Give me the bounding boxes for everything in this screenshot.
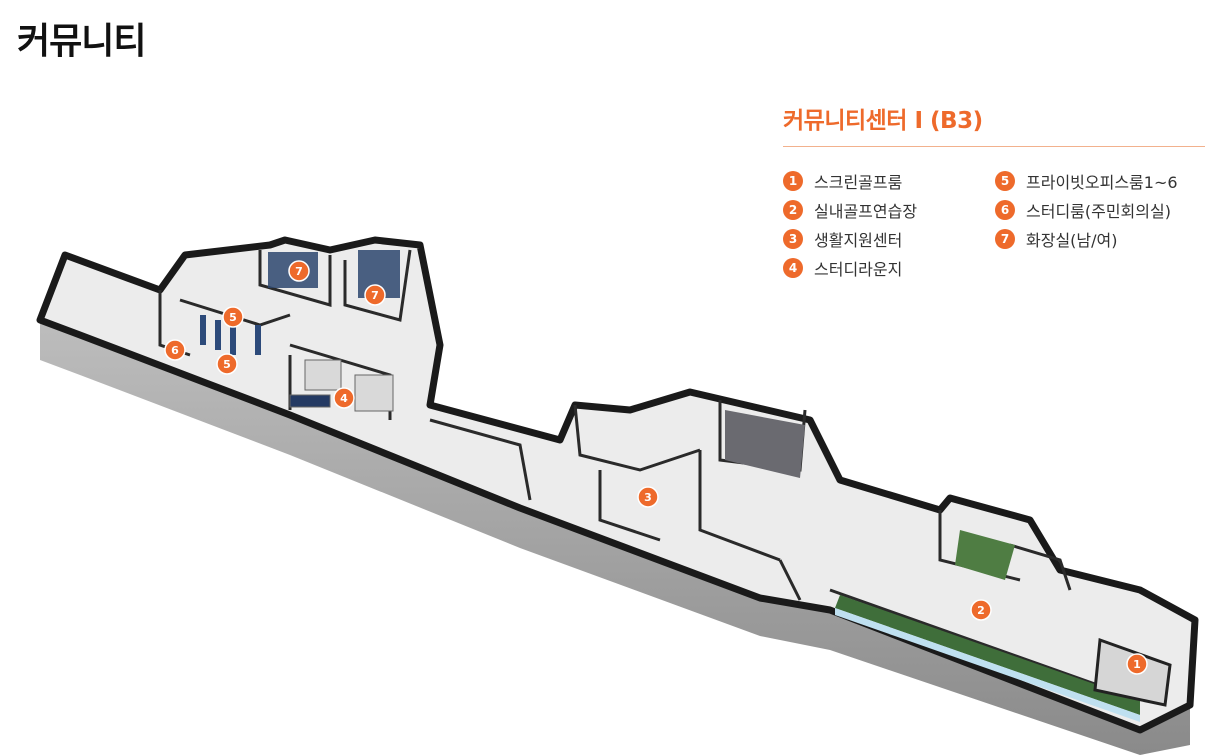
legend-label: 프라이빗오피스룸1~6: [1026, 172, 1178, 192]
marker-private-office-b: 5: [216, 353, 238, 375]
marker-restroom-2: 7: [364, 284, 386, 306]
putting-green: [955, 530, 1015, 580]
legend-item-study-lounge: 4 스터디라운지: [783, 253, 917, 282]
private-office-partitions: [200, 315, 261, 355]
legend-number-badge: 3: [783, 228, 803, 249]
marker-indoor-golf-range: 2: [970, 599, 992, 621]
marker-private-office-a: 5: [222, 306, 244, 328]
svg-text:6: 6: [171, 344, 179, 357]
legend-label: 실내골프연습장: [814, 201, 918, 221]
building-side-face: [40, 320, 1190, 755]
legend-column-1: 1 스크린골프룸 2 실내골프연습장 3 생활지원센터 4 스터디라운지: [783, 166, 917, 282]
legend-number-badge: 7: [995, 228, 1015, 249]
section-divider: [783, 146, 1205, 147]
legend-label: 스크린골프룸: [814, 172, 903, 192]
svg-text:7: 7: [371, 289, 379, 302]
legend-column-2: 5 프라이빗오피스룸1~6 6 스터디룸(주민회의실) 7 화장실(남/여): [995, 166, 1178, 253]
legend-number-badge: 5: [995, 170, 1015, 191]
legend-item-life-support: 3 생활지원센터: [783, 224, 917, 253]
legend-number-badge: 2: [783, 199, 803, 220]
svg-text:1: 1: [1133, 658, 1141, 671]
golf-bay-strip: [835, 595, 1140, 715]
svg-text:3: 3: [644, 491, 652, 504]
marker-screen-golf-room: 1: [1126, 653, 1148, 675]
legend-label: 화장실(남/여): [1026, 230, 1118, 250]
legend-number-badge: 6: [995, 199, 1015, 220]
legend-number-badge: 1: [783, 170, 803, 191]
legend-item-study-room: 6 스터디룸(주민회의실): [995, 195, 1178, 224]
legend-label: 스터디라운지: [814, 259, 903, 279]
legend-label: 생활지원센터: [814, 230, 903, 250]
svg-text:5: 5: [223, 358, 231, 371]
location-markers: 7 7 5 6 5 4 3 2: [164, 260, 1148, 675]
legend-item-private-office: 5 프라이빗오피스룸1~6: [995, 166, 1178, 195]
svg-text:4: 4: [340, 392, 348, 405]
page-title: 커뮤니티: [17, 21, 146, 62]
marker-study-lounge: 4: [333, 387, 355, 409]
marker-study-room: 6: [164, 339, 186, 361]
legend-item-restroom: 7 화장실(남/여): [995, 224, 1178, 253]
marker-life-support-center: 3: [637, 486, 659, 508]
section-title: 커뮤니티센터 I (B3): [783, 108, 983, 134]
golf-screen-strip: [835, 608, 1140, 722]
legend-item-indoor-golf: 2 실내골프연습장: [783, 195, 917, 224]
study-lounge-desks: [289, 359, 394, 412]
marker-restroom-1: 7: [288, 260, 310, 282]
legend-number-badge: 4: [783, 257, 803, 278]
svg-text:7: 7: [295, 265, 303, 278]
storage-room: [725, 410, 805, 478]
svg-text:2: 2: [977, 604, 985, 617]
legend-item-screen-golf: 1 스크린골프룸: [783, 166, 917, 195]
svg-text:5: 5: [229, 311, 237, 324]
legend-label: 스터디룸(주민회의실): [1026, 201, 1171, 221]
